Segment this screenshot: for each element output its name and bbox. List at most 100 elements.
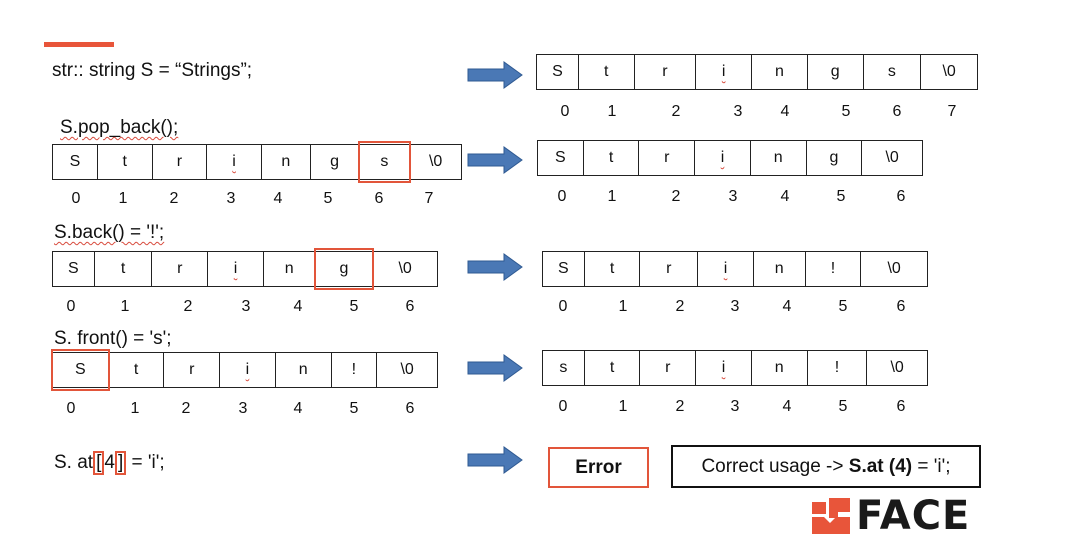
array-cell: s [543,351,585,385]
index-label: 6 [896,398,906,415]
array-cell: t [109,353,165,387]
index-label: 1 [618,298,628,315]
index-label: 2 [181,400,191,417]
array-cell: i [208,252,264,286]
arrow-right-icon [467,146,523,174]
index-label: 0 [71,190,81,207]
index-label: 1 [118,190,128,207]
array-cell: S [538,141,584,175]
index-label: 3 [728,188,738,205]
at-prefix: S. at [54,452,94,473]
array-cell: ! [808,351,868,385]
array-cell: \0 [885,149,899,166]
array-cell: n [752,351,808,385]
index-label: 1 [120,298,130,315]
index-label: 2 [183,298,193,315]
array-cell: r [635,55,697,89]
index-label: 5 [323,190,333,207]
index-label: 2 [675,298,685,315]
index-label: 7 [424,190,434,207]
array-cell: i [696,351,752,385]
array-cell: t [585,351,641,385]
index-label: 3 [238,400,248,417]
array-cell: t [95,252,153,286]
array-cell: n [754,252,806,286]
array-cell: r [640,252,699,286]
index-label: 1 [618,398,628,415]
index-label: 3 [733,103,743,120]
array-cell: s [864,55,922,89]
statement-front-assign: S. front() = 's'; [54,328,172,349]
index-label: 6 [405,298,415,315]
array-cell: g [807,141,863,175]
array-cell: g [808,55,864,89]
face-logo-icon [812,498,850,534]
arrow-right-icon [467,446,523,474]
index-label: 0 [560,103,570,120]
array-cell: S [53,145,98,179]
array-cell: n [752,55,808,89]
array-cell: i [207,145,262,179]
face-logo-text: FACE [856,493,971,539]
statement-back-assign: S.back() = '!'; [54,222,165,243]
array-cell: n [264,252,316,286]
index-label: 6 [896,188,906,205]
index-label: 3 [241,298,251,315]
array-cell: r [640,351,697,385]
array-cell: r [153,145,208,179]
array-cell: i [695,141,751,175]
array-cell: r [164,353,221,387]
index-label: 5 [838,298,848,315]
index-label: 5 [836,188,846,205]
statement-declaration: str:: string S = “Strings”; [52,60,253,81]
index-label: 4 [273,190,283,207]
array-cell: n [751,141,807,175]
index-label: 4 [780,188,790,205]
index-label: 5 [838,398,848,415]
index-label: 0 [558,298,568,315]
array-cell: t [579,55,635,89]
array-cell: i [698,252,754,286]
array-cell: i [220,353,276,387]
index-label: 0 [66,298,76,315]
array-cell: t [585,252,641,286]
index-label: 0 [558,398,568,415]
arrow-right-icon [467,253,523,281]
array-cell: S [543,252,585,286]
array-cell: r [639,141,696,175]
index-label: 5 [349,400,359,417]
index-label: 7 [947,103,957,120]
array-cell: \0 [400,361,414,378]
index-label: 2 [675,398,685,415]
array-cell: ! [332,353,378,387]
index-label: 6 [405,400,415,417]
index-label: 3 [730,298,740,315]
index-label: 1 [607,103,617,120]
correct-usage-suffix: = 'i'; [912,455,951,477]
index-label: 0 [557,188,567,205]
array-cell: t [98,145,153,179]
index-label: 6 [896,298,906,315]
face-logo: FACE [812,496,970,536]
index-label: 5 [349,298,359,315]
error-box: Error [548,447,649,488]
statement-at-access: S. at[4] = 'i'; [54,451,165,475]
index-label: 4 [780,103,790,120]
at-suffix: = 'i'; [126,452,165,473]
accent-bar [44,42,114,47]
at-right-bracket: ] [114,451,127,475]
index-label: 4 [782,298,792,315]
index-label: 4 [782,398,792,415]
arrow-right-icon [467,354,523,382]
array-cell: ! [806,252,862,286]
index-label: 0 [66,400,76,417]
array-cell: r [152,252,209,286]
index-label: 2 [671,188,681,205]
at-index: 4 [104,452,115,473]
